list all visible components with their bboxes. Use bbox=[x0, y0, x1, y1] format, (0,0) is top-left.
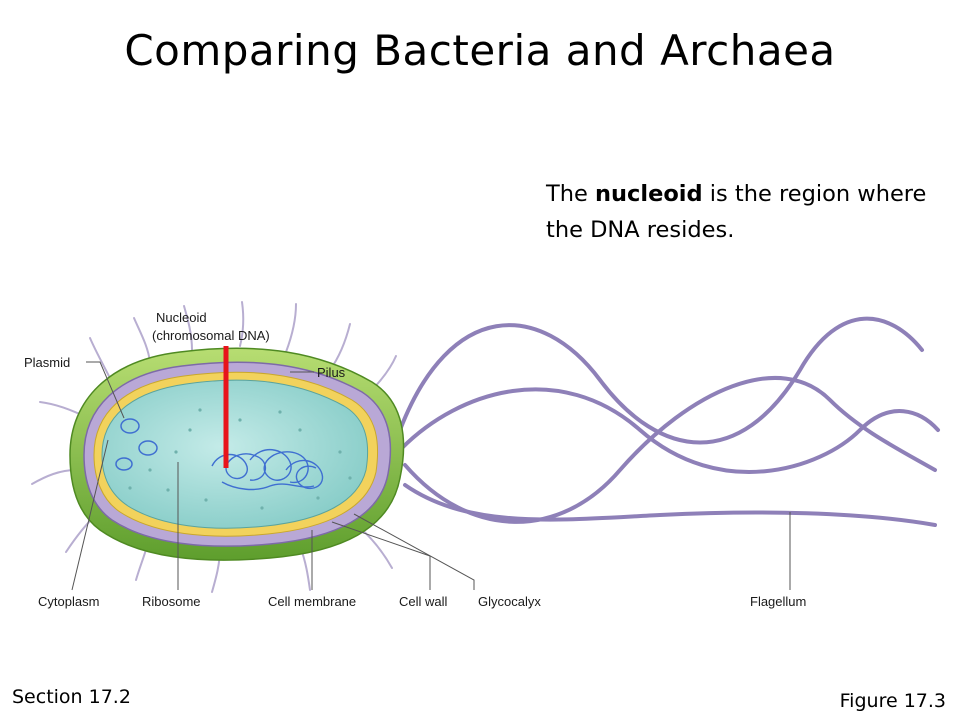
plasmids bbox=[115, 418, 158, 471]
flagellum-label: Flagellum bbox=[750, 594, 806, 609]
flagellum-1 bbox=[398, 316, 924, 445]
flagellum-2 bbox=[400, 387, 940, 474]
figure-number: Figure 17.3 bbox=[839, 690, 946, 712]
cell-membrane-label: Cell membrane bbox=[268, 594, 356, 609]
section-number: Section 17.2 bbox=[12, 686, 131, 708]
nucleoid-sublabel: (chromosomal DNA) bbox=[152, 328, 270, 343]
nucleoid-dna bbox=[211, 449, 324, 491]
pilus-label: Pilus bbox=[317, 365, 346, 380]
caption-keyword: nucleoid bbox=[595, 181, 703, 207]
cytoplasm-region bbox=[101, 379, 369, 529]
caption-text-start: The bbox=[546, 181, 595, 207]
slide-title: Comparing Bacteria and Archaea bbox=[124, 26, 836, 75]
plasmid-1 bbox=[120, 418, 140, 434]
plasmid-3 bbox=[115, 457, 133, 471]
nucleoid-caption: The nucleoid is the region where the DNA… bbox=[546, 176, 946, 248]
ribosomes bbox=[128, 408, 352, 510]
nucleoid-label: Nucleoid bbox=[156, 310, 207, 325]
cell-wall-label: Cell wall bbox=[399, 594, 448, 609]
cytoplasm-label: Cytoplasm bbox=[38, 594, 99, 609]
plasmid-label: Plasmid bbox=[24, 355, 70, 370]
caption-text-end: is the region where the DNA resides. bbox=[546, 181, 927, 243]
leader-lines bbox=[71, 361, 791, 591]
flagellum-4 bbox=[403, 483, 937, 527]
flagellum-3 bbox=[403, 375, 937, 524]
ribosome-label: Ribosome bbox=[142, 594, 201, 609]
flagella bbox=[398, 316, 940, 527]
glycocalyx-label: Glycocalyx bbox=[478, 594, 541, 609]
plasmid-2 bbox=[138, 440, 158, 456]
